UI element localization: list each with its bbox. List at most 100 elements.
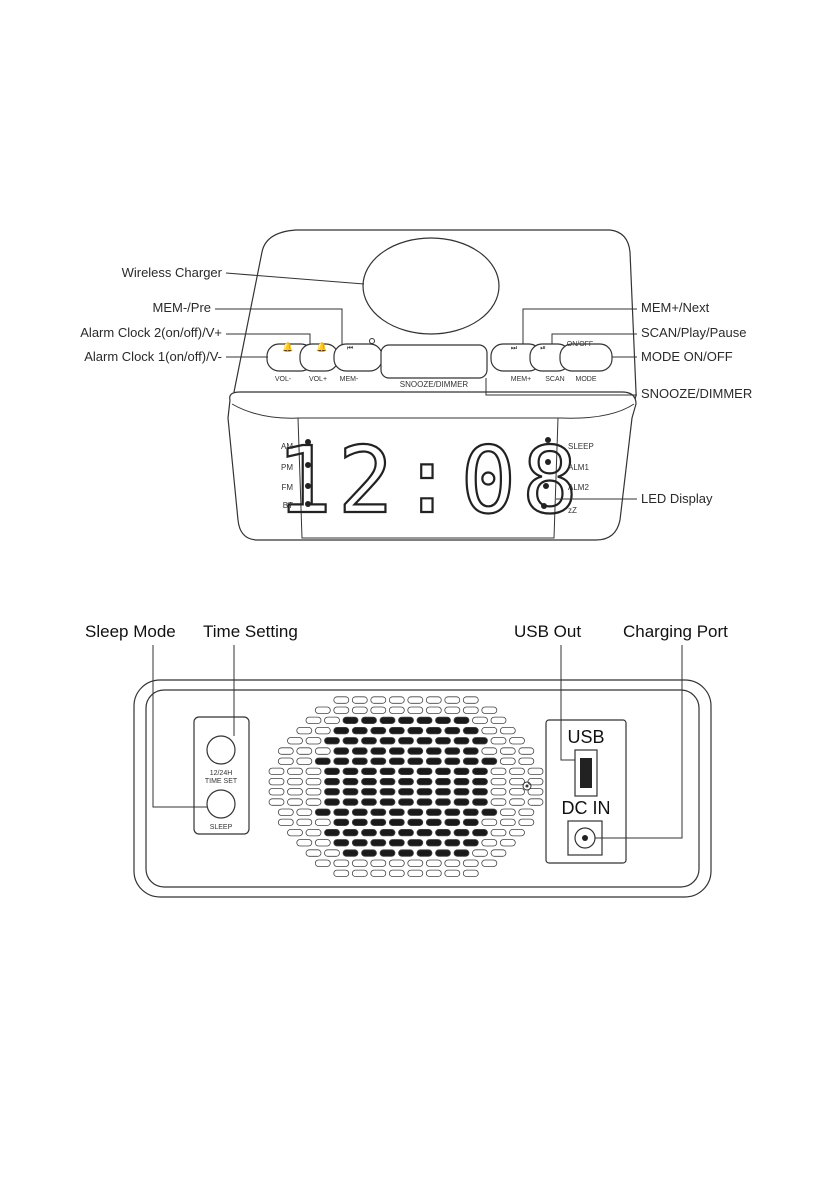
grille-hole [398, 798, 414, 806]
grille-hole [268, 778, 285, 786]
grille-hole [388, 727, 405, 735]
grille-hole [333, 839, 350, 847]
grille-hole [379, 788, 396, 796]
grille-hole [398, 767, 414, 775]
grille-hole [379, 829, 396, 837]
grille-hole [351, 757, 368, 765]
grille-hole [305, 788, 322, 796]
grille-hole [462, 869, 479, 877]
grille-hole [268, 798, 285, 806]
grille-hole [490, 788, 507, 796]
grille-hole [425, 727, 442, 735]
grille-hole [416, 767, 433, 775]
usb-out-callout: USB Out [514, 622, 581, 641]
grille-hole [388, 839, 405, 847]
display-housing [227, 391, 637, 541]
grille-hole [342, 778, 359, 786]
grille-hole [314, 859, 331, 867]
time-setting-callout: Time Setting [203, 622, 298, 641]
grille-hole [407, 706, 424, 714]
mode-button[interactable] [559, 343, 613, 372]
grille-hole [481, 839, 498, 847]
grille-hole [351, 839, 368, 847]
grille-hole [333, 706, 350, 714]
usb-port-tongue [580, 758, 592, 788]
grille-hole [453, 716, 470, 724]
grille-hole [490, 737, 507, 745]
charging-port-callout: Charging Port [623, 622, 728, 641]
grille-hole [388, 869, 405, 877]
vol-plus-label: VOL+ [309, 376, 327, 383]
grille-hole [361, 778, 377, 786]
indicator-zz: zZ [568, 506, 577, 515]
grille-hole [305, 798, 322, 806]
grille-hole [416, 788, 433, 796]
grille-hole [333, 727, 350, 735]
mem-minus-button[interactable] [333, 343, 383, 372]
grille-hole [444, 839, 461, 847]
grille-hole [453, 767, 470, 775]
grille-hole [296, 747, 313, 755]
grille-hole [287, 788, 303, 796]
grille-hole [490, 778, 507, 786]
grille-hole [370, 869, 387, 877]
grille-hole [407, 818, 424, 826]
grille-hole [462, 747, 479, 755]
grille-hole [425, 706, 442, 714]
grille-hole [481, 706, 498, 714]
grille-hole [499, 757, 516, 765]
left-indicators: AM PM FM BT [281, 439, 311, 510]
grille-hole [379, 849, 396, 857]
grille-hole [499, 839, 516, 847]
grille-hole [351, 727, 368, 735]
grille-hole [296, 757, 313, 765]
grille-hole [444, 859, 461, 867]
grille-hole [527, 788, 544, 796]
grille-hole [388, 808, 405, 816]
grille-hole [509, 737, 525, 745]
grille-hole [388, 757, 405, 765]
grille-hole [314, 706, 331, 714]
grille-hole [407, 859, 424, 867]
grille-hole [379, 778, 396, 786]
grille-hole [453, 829, 470, 837]
grille-hole [444, 869, 461, 877]
grille-hole [407, 696, 424, 704]
grille-hole [435, 778, 451, 786]
grille-hole [425, 839, 442, 847]
grille-hole [296, 818, 313, 826]
grille-hole [351, 859, 368, 867]
grille-hole [370, 696, 387, 704]
grille-hole [305, 767, 322, 775]
snooze-dimmer-button[interactable] [380, 344, 488, 379]
alarm-clock-2-callout: Alarm Clock 2(on/off)/V+ [80, 325, 222, 340]
grille-hole [361, 849, 377, 857]
indicator-sleep: SLEEP [568, 442, 594, 451]
grille-hole [527, 767, 544, 775]
grille-hole [333, 696, 350, 704]
time-set-button[interactable] [206, 735, 236, 765]
grille-hole [444, 696, 461, 704]
grille-hole [370, 757, 387, 765]
right-button-group: ⏭ ⏯ ON/OFF MEM+ SCAN MODE [490, 341, 613, 383]
grille-hole [379, 767, 396, 775]
grille-hole [342, 716, 359, 724]
indicator-alm2: ALM2 [568, 483, 589, 492]
grille-hole [287, 767, 303, 775]
skip-back-icon: ⏮ [347, 345, 353, 352]
grille-hole [398, 716, 414, 724]
grille-hole [370, 808, 387, 816]
sleep-button[interactable] [206, 789, 236, 819]
led-display-panel [297, 417, 559, 539]
grille-hole [324, 788, 340, 796]
grille-hole [370, 859, 387, 867]
grille-hole [351, 706, 368, 714]
grille-hole [518, 747, 535, 755]
grille-hole [407, 727, 424, 735]
grille-hole [435, 716, 451, 724]
grille-hole [425, 757, 442, 765]
grille-hole [462, 706, 479, 714]
grille-hole [333, 808, 350, 816]
grille-hole [342, 788, 359, 796]
grille-hole [462, 818, 479, 826]
